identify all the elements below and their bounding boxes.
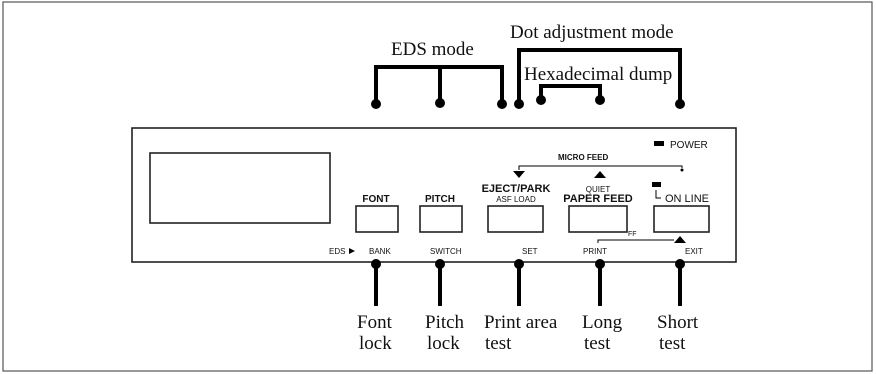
paper-feed-button-label: PAPER FEED: [563, 193, 633, 205]
short-test-label-line1: Short: [657, 312, 699, 333]
quiet-label: QUIET: [586, 185, 611, 194]
exit-label: EXIT: [685, 247, 703, 256]
on-line-indicator-connector: [655, 190, 661, 199]
bank-label: BANK: [369, 247, 391, 256]
print-exit-up-arrow: [674, 236, 686, 243]
pitch-lock-label-line1: Pitch: [425, 312, 465, 333]
eds-mode-label: EDS mode: [391, 39, 474, 60]
on-line-button-label: ON LINE: [665, 193, 709, 205]
micro-feed-rail: [518, 165, 683, 170]
font-button[interactable]: [355, 205, 399, 233]
asf-load-label: ASF LOAD: [496, 195, 536, 204]
dot-adjustment-bracket: [517, 48, 682, 103]
pitch-button-label: PITCH: [425, 194, 455, 205]
eject-park-button-label: EJECT/PARK: [482, 183, 551, 195]
lcd-display: [149, 152, 331, 224]
bottom-pointer-stems: [374, 266, 682, 306]
print-area-test-label-line1: Print area: [484, 312, 558, 333]
micro-feed-up-arrow: [594, 171, 606, 178]
power-label: POWER: [670, 140, 708, 151]
bottom-pointer-dots: [371, 259, 685, 269]
set-label: SET: [522, 247, 538, 256]
eds-mode-dots: [371, 98, 507, 109]
pitch-button[interactable]: [419, 205, 463, 233]
print-label: PRINT: [583, 247, 607, 256]
on-line-indicator-led: [652, 182, 661, 187]
pitch-lock-label-line2: lock: [427, 333, 460, 354]
on-line-button[interactable]: [653, 205, 710, 233]
print-exit-rail: [597, 239, 674, 243]
short-test-label-line2: test: [659, 333, 686, 354]
micro-feed-label: MICRO FEED: [558, 153, 608, 162]
long-test-label-line1: Long: [582, 312, 623, 333]
eds-label: EDS: [329, 247, 345, 256]
hexadecimal-dump-dots: [536, 95, 605, 105]
dot-adjustment-dots: [514, 99, 685, 109]
hexadecimal-dump-bracket: [539, 84, 602, 100]
long-test-label-line2: test: [584, 333, 611, 354]
micro-feed-down-arrow: [513, 171, 525, 178]
control-panel: [131, 127, 737, 263]
font-lock-label-line1: Font: [357, 312, 393, 333]
power-indicator-led: [654, 141, 664, 146]
ff-label: FF: [628, 231, 637, 238]
micro-feed-right-dot: [680, 168, 684, 172]
hexadecimal-dump-label: Hexadecimal dump: [524, 64, 672, 85]
eject-park-button[interactable]: [487, 205, 544, 233]
print-area-test-label-line2: test: [485, 333, 512, 354]
font-button-label: FONT: [362, 194, 389, 205]
eds-mode-bracket: [374, 65, 504, 103]
paper-feed-button[interactable]: [568, 205, 628, 233]
switch-label: SWITCH: [430, 247, 462, 256]
font-lock-label-line2: lock: [359, 333, 392, 354]
dot-adjustment-mode-label: Dot adjustment mode: [510, 22, 674, 43]
eds-arrow-icon: [349, 248, 355, 254]
